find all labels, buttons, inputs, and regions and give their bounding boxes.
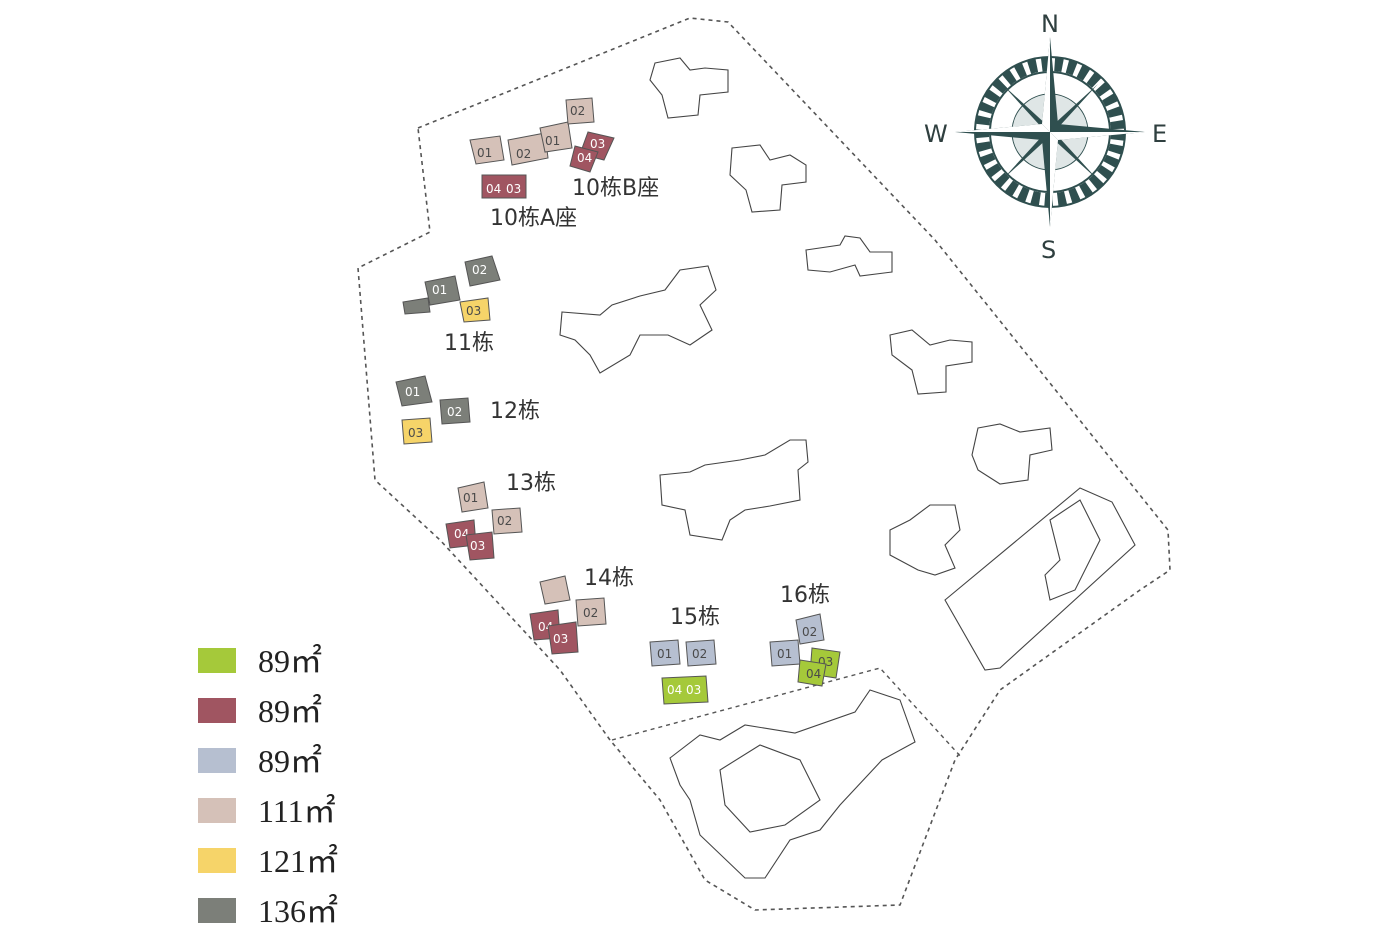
legend-item: 89㎡ (198, 643, 398, 679)
legend-swatch (198, 798, 236, 823)
unit-label: 04 (577, 151, 592, 165)
legend-label: 89㎡ (258, 643, 323, 679)
building-10a-units: 01 02 04 03 (469, 132, 549, 199)
compass-rose: N S E W (924, 10, 1167, 264)
building-10b-units: 01 02 03 04 (539, 97, 615, 173)
unit-label: 02 (516, 147, 531, 161)
legend-swatch (198, 648, 236, 673)
site-boundary (357, 17, 1171, 911)
building-label-12: 12栋 (490, 399, 540, 424)
unit-label: 03 (466, 304, 481, 318)
legend-label: 89㎡ (258, 743, 323, 779)
unit-label: 03 (590, 137, 605, 151)
building-label-10b: 10栋B座 (572, 176, 659, 201)
building-label-13: 13栋 (506, 471, 556, 496)
building-15-units: 01 02 04 03 (649, 639, 717, 705)
legend-item: 111㎡ (198, 793, 398, 829)
unit-label: 02 (692, 647, 707, 661)
unit-label: 03 (408, 426, 423, 440)
building-label-16: 16栋 (780, 583, 830, 608)
compass-west-label: W (924, 120, 948, 148)
legend-swatch (198, 748, 236, 773)
compass-south-label: S (1041, 236, 1056, 264)
legend-item: 121㎡ (198, 843, 398, 879)
unit-label: 01 (463, 491, 478, 505)
unit-label: 01 (545, 134, 560, 148)
unit-label: 01 (777, 647, 792, 661)
unit-label: 03 (470, 539, 485, 553)
unit-label: 01 (432, 283, 447, 297)
building-label-11: 11栋 (444, 331, 494, 356)
legend-label: 121㎡ (258, 843, 339, 879)
other-buildings (559, 57, 1136, 879)
building-12-units: 01 02 03 (395, 375, 471, 445)
unit-label: 04 (454, 527, 469, 541)
legend-item: 136㎡ (198, 893, 398, 929)
legend-swatch (198, 848, 236, 873)
unit-label: 01 (477, 146, 492, 160)
unit-label: 03 (506, 182, 521, 196)
unit-label: 04 (486, 182, 501, 196)
compass-north-label: N (1041, 10, 1059, 38)
unit-label: 02 (472, 263, 487, 277)
unit-label: 01 (657, 647, 672, 661)
legend-item: 89㎡ (198, 743, 398, 779)
legend-label: 136㎡ (258, 893, 339, 929)
unit-label: 01 (405, 385, 420, 399)
unit-label: 04 (667, 683, 682, 697)
unit-label: 02 (802, 625, 817, 639)
unit-label: 02 (447, 405, 462, 419)
building-14-units: 02 04 03 (529, 575, 607, 655)
unit-label: 04 (806, 667, 821, 681)
building-13-units: 01 02 04 03 (445, 481, 523, 561)
legend-label: 111㎡ (258, 793, 336, 829)
legend-item: 89㎡ (198, 693, 398, 729)
unit-label: 02 (583, 606, 598, 620)
building-label-15: 15栋 (670, 605, 720, 630)
legend-swatch (198, 698, 236, 723)
unit-label: 03 (553, 632, 568, 646)
building-label-10a: 10栋A座 (490, 206, 577, 231)
unit-label: 03 (686, 683, 701, 697)
building-16-units: 02 01 03 04 (769, 613, 841, 687)
building-label-14: 14栋 (584, 566, 634, 591)
unit-label: 02 (497, 514, 512, 528)
building-11-units: 01 02 03 (402, 255, 501, 323)
unit-label: 02 (570, 104, 585, 118)
legend-label: 89㎡ (258, 693, 323, 729)
compass-east-label: E (1152, 120, 1167, 148)
legend-swatch (198, 898, 236, 923)
